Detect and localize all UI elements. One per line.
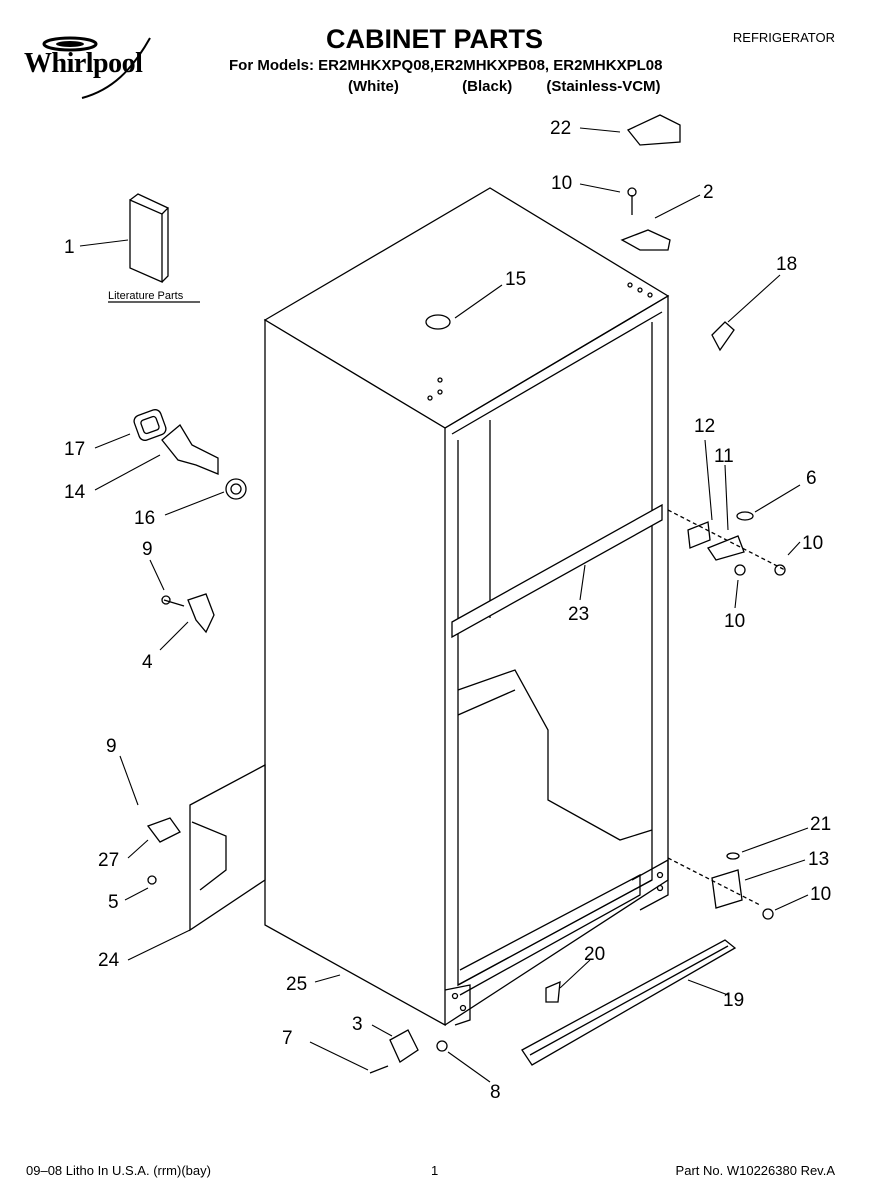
callout-24: 24: [98, 950, 120, 971]
callout-4: 4: [142, 652, 153, 673]
callout-12: 12: [694, 416, 715, 437]
part-17-bushing: [133, 409, 167, 441]
part-12-shim: [687, 521, 711, 549]
variant-stainless: (Stainless-VCM): [546, 78, 661, 95]
callout-22: 22: [550, 118, 571, 139]
part-5-screw: [147, 875, 157, 885]
part-11-center-hinge: [707, 535, 745, 561]
models-line: For Models: ER2MHKXPQ08,ER2MHKXPB08, ER2…: [229, 57, 662, 74]
callout-10-bottom: 10: [810, 884, 831, 905]
callout-13: 13: [808, 849, 829, 870]
variant-black: (Black): [462, 78, 513, 95]
part-27-clip: [146, 817, 181, 843]
callout-2: 2: [703, 182, 714, 203]
part-15-plug: [425, 314, 451, 330]
callout-23: 23: [568, 604, 589, 625]
page-number: 1: [431, 1163, 439, 1178]
callout-5: 5: [108, 892, 119, 913]
part-6-washer: [736, 511, 754, 521]
part-13-bottom-hinge: [711, 869, 743, 909]
literature-parts-label: Literature Parts: [108, 290, 184, 302]
part-9-screw: [163, 599, 185, 607]
part-10-screw-bottom: [762, 908, 774, 920]
model-variants: (White) (Black) (Stainless-VCM): [348, 78, 661, 95]
whirlpool-logo: [42, 36, 151, 99]
part-18-hinge-cover: [711, 321, 735, 352]
callout-19: 19: [723, 990, 744, 1011]
callout-21: 21: [810, 814, 831, 835]
callout-16: 16: [134, 508, 155, 529]
models-list: ER2MHKXPQ08,ER2MHKXPB08, ER2MHKXPL08: [318, 57, 663, 74]
part-10-screw-middle: [734, 564, 746, 576]
callout-10-middle-right: 10: [802, 533, 823, 554]
callout-8: 8: [490, 1082, 501, 1103]
part-22-hinge-cap: [626, 114, 681, 146]
callout-10-middle-lower: 10: [724, 611, 745, 632]
callout-1: 1: [64, 237, 75, 258]
page-title: CABINET PARTS: [325, 24, 543, 54]
literature-booklet: [129, 193, 170, 283]
part-7-screw: [369, 1065, 389, 1074]
footer-part-number: Part No. W10226380 Rev.A: [675, 1163, 835, 1178]
callout-leaders: [79, 127, 809, 1083]
part-24-bracket: [189, 763, 266, 932]
part-4-bracket: [187, 593, 215, 634]
callout-14: 14: [64, 482, 86, 503]
part-2-top-hinge: [620, 229, 671, 251]
part-14-bracket-hinge-pin: [161, 424, 219, 475]
callout-15: 15: [505, 269, 526, 290]
callout-18: 18: [776, 254, 797, 275]
models-prefix: For Models:: [229, 57, 314, 74]
callout-11: 11: [714, 446, 734, 467]
category-label: REFRIGERATOR: [732, 30, 835, 45]
part-8-leveler: [436, 1040, 448, 1052]
callout-3: 3: [352, 1014, 363, 1035]
part-21-washer: [726, 852, 740, 860]
variant-white: (White): [348, 78, 399, 95]
refrigerator-cabinet: [263, 187, 670, 1027]
callout-7: 7: [282, 1028, 293, 1049]
callout-10-top: 10: [551, 173, 572, 194]
callout-20: 20: [584, 944, 605, 965]
callout-9-upper: 9: [142, 539, 153, 560]
callout-6: 6: [806, 468, 817, 489]
callout-25: 25: [286, 974, 307, 995]
callout-17: 17: [64, 439, 85, 460]
callout-27: 27: [98, 850, 119, 871]
callout-9-lower: 9: [106, 736, 117, 757]
part-3-roller-bracket: [389, 1029, 419, 1063]
footer-litho: 09–08 Litho In U.S.A. (rrm)(bay): [26, 1163, 211, 1178]
brand-wordmark: Whirlpool: [24, 48, 143, 79]
part-20-clip: [545, 980, 561, 1003]
part-16-washer: [225, 478, 247, 500]
